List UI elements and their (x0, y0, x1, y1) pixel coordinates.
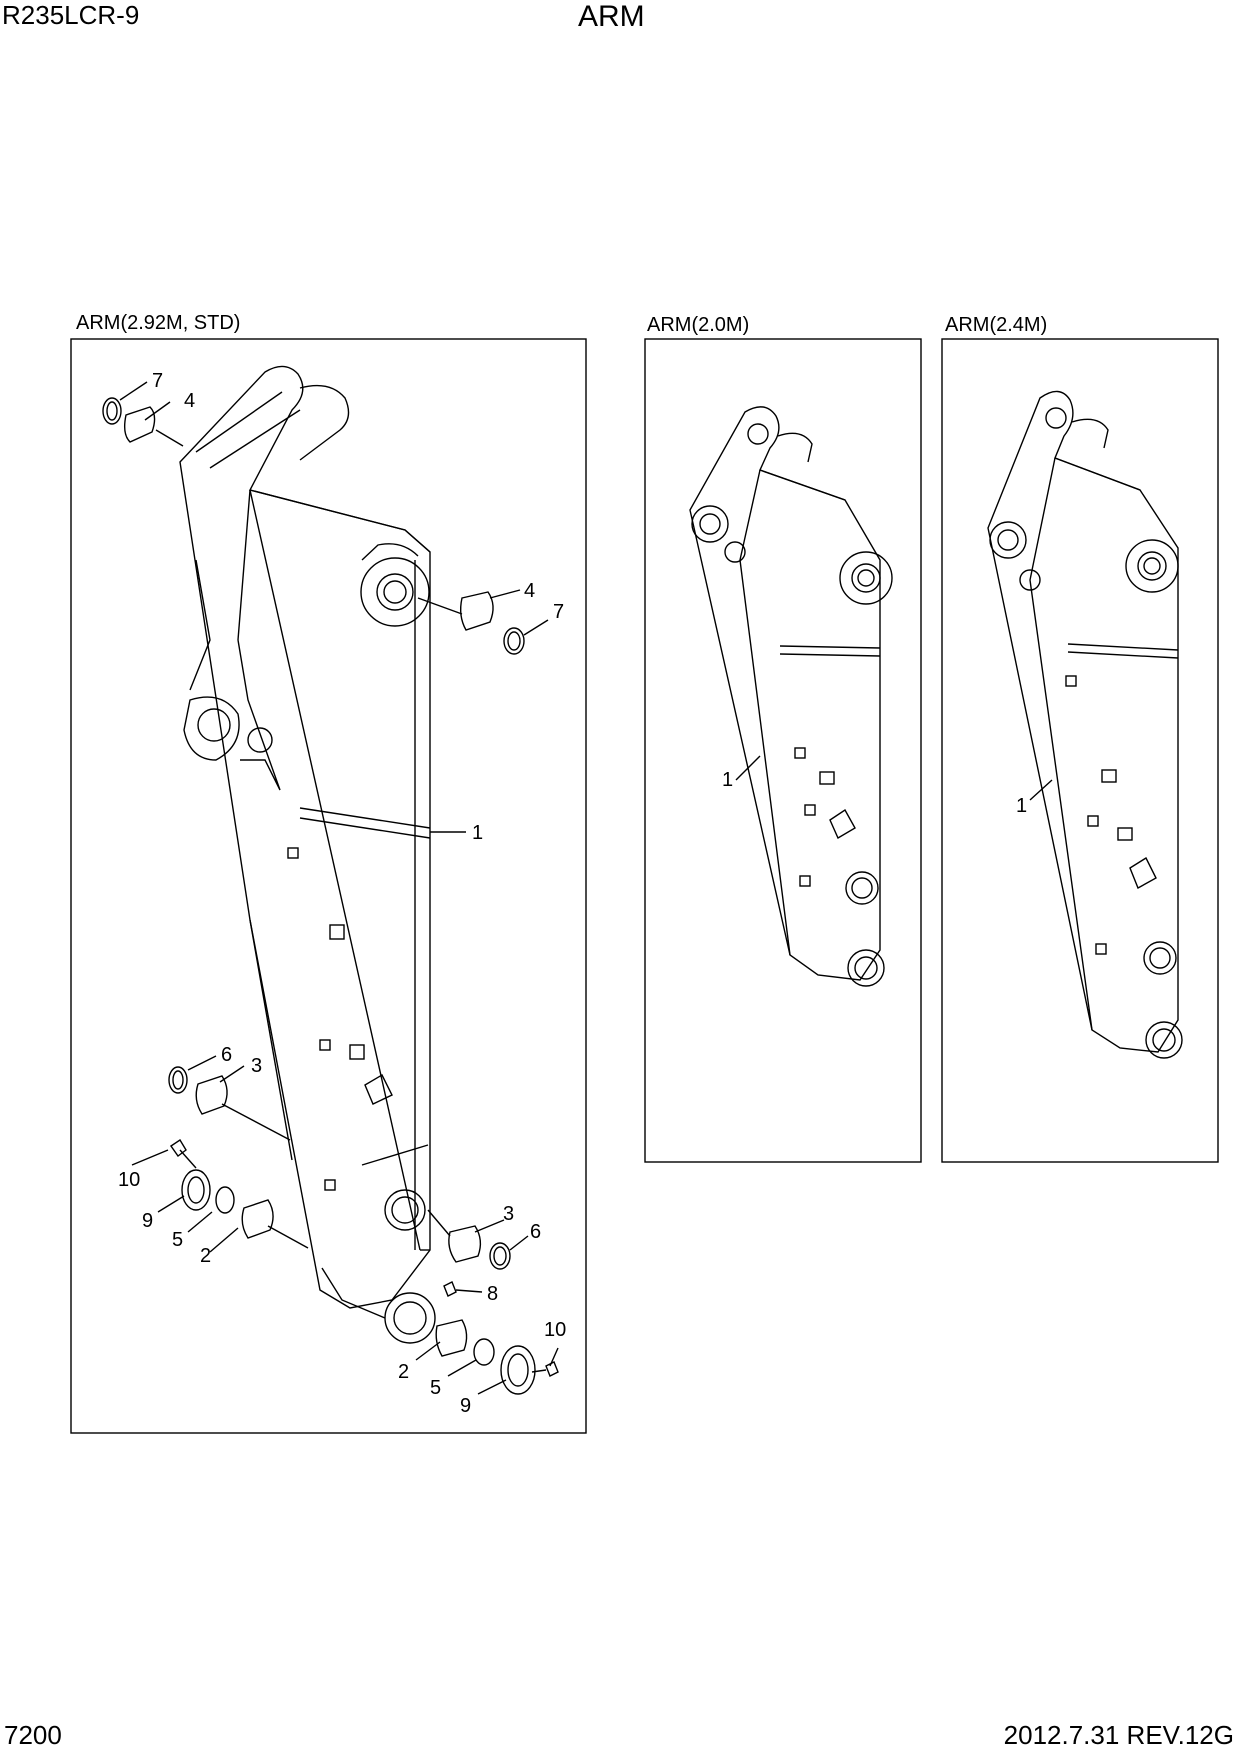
callout-number: 4 (524, 580, 535, 602)
callout-number: 7 (152, 370, 163, 392)
callout-number: 7 (553, 601, 564, 623)
callout-number: 6 (221, 1044, 232, 1066)
callout-number: 2 (200, 1245, 211, 1267)
model-number: R235LCR-9 (2, 0, 140, 30)
callout-number: 9 (460, 1395, 471, 1417)
callout-number: 9 (142, 1210, 153, 1232)
callout-number: 4 (184, 390, 195, 412)
callout-number: 10 (544, 1319, 566, 1341)
panel-label-2-0m: ARM(2.0M) (647, 314, 750, 336)
panel-frame-std (70, 338, 587, 1434)
callouts-std: 7 4 4 7 1 6 3 10 9 5 2 3 6 8 10 2 5 9 (118, 370, 566, 1417)
callouts-2-4m: 1 (1016, 795, 1027, 817)
panel-label-2-4m: ARM(2.4M) (945, 314, 1048, 336)
callout-number: 6 (530, 1221, 541, 1243)
revision-date: 2012.7.31 REV.12G (1003, 1720, 1234, 1750)
arm-2-4m-drawing (987, 390, 1183, 1059)
arm-std-drawing (102, 365, 559, 1395)
panel-frame-2-4m (941, 338, 1219, 1163)
callouts-2-0m: 1 (722, 769, 733, 791)
panel-frame-2-0m (644, 338, 922, 1163)
page-title: ARM (578, 0, 645, 33)
arm-2-0m-drawing (689, 406, 893, 987)
callout-number: 1 (472, 822, 483, 844)
panel-label-std: ARM(2.92M, STD) (76, 312, 241, 334)
callout-number: 1 (1016, 795, 1027, 817)
callout-number: 5 (172, 1229, 183, 1251)
callout-number: 3 (503, 1203, 514, 1225)
callout-number: 1 (722, 769, 733, 791)
callout-number: 10 (118, 1169, 140, 1191)
callout-number: 3 (251, 1055, 262, 1077)
page-number: 7200 (4, 1720, 62, 1750)
callout-number: 8 (487, 1283, 498, 1305)
callout-number: 2 (398, 1361, 409, 1383)
callout-number: 5 (430, 1377, 441, 1399)
